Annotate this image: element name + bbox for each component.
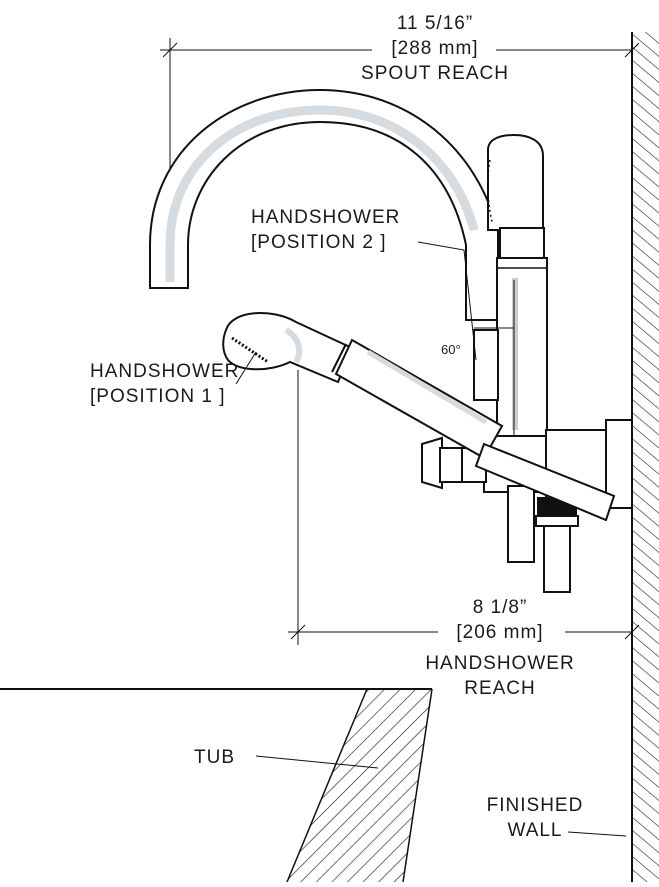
finished-wall [631,32,659,882]
handshower-reach-caption-line2: REACH [464,678,536,699]
handshower-position-1-sublabel: [POSITION 1 ] [90,386,226,407]
finished-wall-label: FINISHED [486,795,584,816]
tub [0,688,433,883]
tub-label: TUB [194,747,235,768]
handshower-reach-dimension [288,370,640,645]
handshower-reach-fraction: 8 1/8” [472,597,528,618]
finished-wall-sublabel: WALL [507,820,563,841]
handshower-position-1 [222,312,616,522]
spout-reach-metric: [288 mm] [391,38,479,59]
handshower-position-2 [473,133,548,470]
handshower-position-1-label: HANDSHOWER [90,361,240,382]
spout-reach-fraction: 11 5/16” [396,13,474,34]
handshower-position-2-sublabel: [POSITION 2 ] [251,232,387,253]
leader-lines [235,241,627,837]
handshower-position-2-label: HANDSHOWER [251,207,401,228]
spout-reach-caption: SPOUT REACH [361,63,509,84]
spout [149,88,499,321]
valve-body [421,419,633,593]
handshower-reach-caption-line1: HANDSHOWER [425,653,575,674]
handshower-reach-metric: [206 mm] [456,622,544,643]
angle-label: 60° [441,342,461,357]
